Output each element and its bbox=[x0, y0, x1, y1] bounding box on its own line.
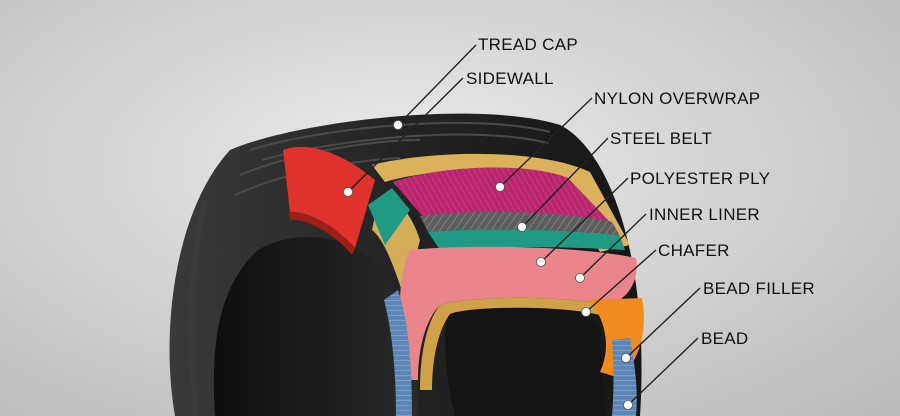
tire-inner-opening bbox=[213, 237, 419, 416]
label-inner-liner: INNER LINER bbox=[649, 205, 760, 224]
label-bead: BEAD bbox=[701, 329, 749, 348]
sidewall-section-layer bbox=[283, 146, 375, 248]
nylon-overwrap-layer bbox=[393, 167, 610, 225]
tire-inner-opening-right bbox=[445, 292, 605, 416]
callout-leaders bbox=[347, 44, 701, 406]
belt-edge-layer bbox=[428, 229, 625, 250]
bead-filler-layer bbox=[384, 290, 412, 416]
callout-dots bbox=[343, 120, 633, 410]
dot-steel-belt bbox=[517, 222, 527, 232]
leader-bead-filler bbox=[625, 287, 701, 359]
leader-chafer bbox=[585, 249, 657, 313]
leader-steel-belt bbox=[521, 137, 609, 228]
leader-tread-cap bbox=[397, 44, 477, 126]
leader-polyester-ply bbox=[540, 177, 629, 263]
leader-nylon-overwrap bbox=[499, 97, 593, 188]
sidewall-ridge bbox=[188, 199, 208, 416]
leader-inner-liner bbox=[579, 213, 647, 279]
dot-chafer bbox=[581, 307, 591, 317]
dot-polyester-ply bbox=[536, 257, 546, 267]
leader-sidewall bbox=[347, 77, 464, 193]
label-chafer: CHAFER bbox=[658, 241, 730, 260]
label-steel-belt: STEEL BELT bbox=[610, 129, 713, 148]
label-bead-filler: BEAD FILLER bbox=[703, 279, 815, 298]
dot-inner-liner bbox=[575, 273, 585, 283]
label-tread-cap: TREAD CAP bbox=[478, 35, 578, 54]
dot-nylon-overwrap bbox=[495, 182, 505, 192]
dot-sidewall bbox=[343, 187, 353, 197]
label-sidewall: SIDEWALL bbox=[466, 69, 554, 88]
leader-bead bbox=[627, 337, 699, 406]
dot-bead bbox=[623, 400, 633, 410]
label-polyester-ply: POLYESTER PLY bbox=[630, 169, 771, 188]
label-nylon-overwrap: NYLON OVERWRAP bbox=[594, 89, 761, 108]
dot-tread-cap bbox=[393, 120, 403, 130]
dot-bead-filler bbox=[621, 353, 631, 363]
